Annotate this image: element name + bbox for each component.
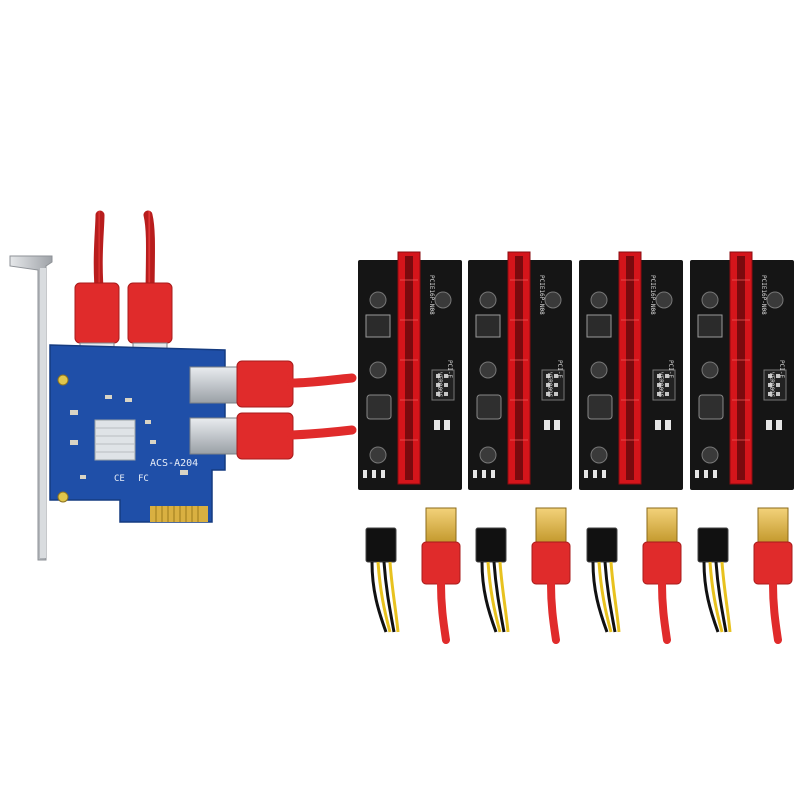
riser-connector-label: PCI-E xyxy=(446,360,453,378)
riser-slot-label: PCIE16P-N08 xyxy=(428,275,435,315)
adapter-model-label: ACS-A204 xyxy=(150,458,198,469)
ce-mark: CE xyxy=(114,474,125,484)
mounting-bracket xyxy=(9,255,53,561)
side-usb-ports xyxy=(189,360,357,460)
riser-board-label: VER009S xyxy=(768,372,775,398)
riser-board-2: VER009S PCIE16P-N08 PCI-E xyxy=(468,252,572,640)
riser-connector-label: PCI-E xyxy=(556,360,563,378)
riser-slot-label: PCIE16P-N08 xyxy=(538,275,545,315)
riser-slot-label: PCIE16P-N08 xyxy=(760,275,767,315)
riser-board-label: VER009S xyxy=(657,372,664,398)
fcc-mark: FC xyxy=(138,474,149,484)
riser-board-label: VER009S xyxy=(436,372,443,398)
riser-slot-label: PCIE16P-N08 xyxy=(649,275,656,315)
riser-connector-label: PCI-E xyxy=(667,360,674,378)
adapter-card: ACS-A204 CE FC xyxy=(9,210,357,561)
riser-board-3: VER009S PCIE16P-N08 PCI-E xyxy=(579,252,683,640)
riser-connector-label: PCI-E xyxy=(778,360,785,378)
adapter-pcb: ACS-A204 CE FC xyxy=(49,344,226,523)
riser-board-1: VER009S PCIE16P-N08 PCI-E xyxy=(358,252,462,640)
riser-board-4: VER009S PCIE16P-N08 PCI-E xyxy=(690,252,794,640)
riser-board-label: VER009S xyxy=(546,372,553,398)
